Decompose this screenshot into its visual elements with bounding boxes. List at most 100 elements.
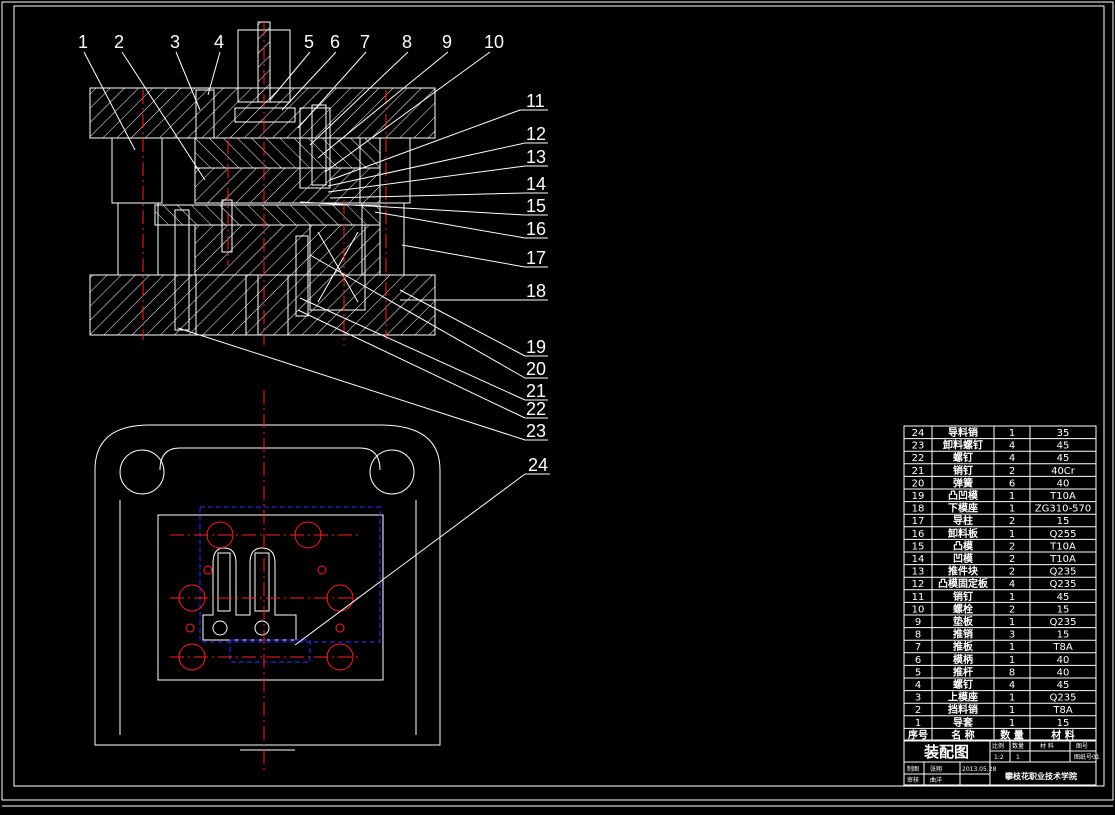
bom-row-name: 凸模 <box>953 539 974 552</box>
balloon-22: 22 <box>526 399 546 419</box>
bom-row-material: 15 <box>1057 604 1070 615</box>
bom-row-name: 螺栓 <box>953 602 973 615</box>
balloon-18: 18 <box>526 281 546 301</box>
bom-row-no: 20 <box>912 478 925 489</box>
bom-row-name: 卸料螺钉 <box>943 439 983 452</box>
bom-row-material: 35 <box>1057 428 1070 439</box>
balloon-4: 4 <box>214 32 224 52</box>
bom-row-qty: 3 <box>1009 630 1015 641</box>
bom-row-qty: 1 <box>1009 642 1015 653</box>
plan-holes <box>170 390 360 770</box>
bom-row-material: Q235 <box>1050 693 1077 704</box>
bom-row-no: 11 <box>912 592 925 603</box>
bom-row-material: 40 <box>1057 655 1070 666</box>
bom-row-qty: 2 <box>1009 604 1015 615</box>
bom-row-name: 螺钉 <box>953 678 973 691</box>
bom-row-qty: 1 <box>1009 504 1015 515</box>
plan-view <box>94 424 441 751</box>
bom-row-no: 8 <box>915 630 921 641</box>
balloon-14: 14 <box>526 174 546 194</box>
bom-row-material: Q235 <box>1050 567 1077 578</box>
leader-lines <box>83 51 550 646</box>
bom-row-no: 6 <box>915 655 921 666</box>
bom-row-no: 3 <box>915 693 921 704</box>
bom-row-name: 推杆 <box>953 665 973 678</box>
balloon-9: 9 <box>442 32 452 52</box>
bom-row-name: 卸料板 <box>948 527 979 540</box>
section-view <box>89 21 436 336</box>
balloon-6: 6 <box>330 32 340 52</box>
section-centerlines <box>142 22 387 345</box>
bom-row-material: 45 <box>1057 453 1070 464</box>
bom-row-name: 导料销 <box>948 426 978 439</box>
bom-row-qty: 1 <box>1009 491 1015 502</box>
balloon-5: 5 <box>304 32 314 52</box>
bom-row-no: 5 <box>915 667 921 678</box>
bom-row-name: 销钉 <box>953 590 973 603</box>
sheet-border <box>1 1 1114 801</box>
checked-label: 审核 <box>907 776 919 784</box>
bom-row-name: 凸凹模 <box>948 489 979 502</box>
bom-row-material: T8A <box>1052 705 1072 716</box>
bom-row-name: 凹模 <box>953 552 974 565</box>
bom-row-qty: 1 <box>1009 617 1015 628</box>
bom-row-name: 凸模固定板 <box>938 577 989 590</box>
material-label: 材 料 <box>1040 742 1054 750</box>
bom-row-name: 螺钉 <box>953 451 973 464</box>
drawing-name: 装配图 <box>923 743 969 761</box>
bom-row-material: T10A <box>1049 491 1076 502</box>
bom-row-material: 40 <box>1057 667 1070 678</box>
bom-row-material: 40 <box>1057 478 1070 489</box>
bom-row-qty: 6 <box>1009 478 1015 489</box>
bom-row-no: 10 <box>912 604 925 615</box>
bom-row-name: 模柄 <box>953 653 973 666</box>
title-block <box>903 739 1097 786</box>
bom-row-no: 19 <box>912 491 925 502</box>
bom-row-no: 12 <box>912 579 925 590</box>
balloon-13: 13 <box>526 147 546 167</box>
bom-row-qty: 2 <box>1009 554 1015 565</box>
bom-row-no: 23 <box>912 441 925 452</box>
bom-row-qty: 1 <box>1009 705 1015 716</box>
drawn-label: 制图 <box>907 765 919 773</box>
bom-row-qty: 1 <box>1009 592 1015 603</box>
bom-header-qty: 数 量 <box>1000 728 1023 741</box>
bom-row-name: 弹簧 <box>953 476 973 489</box>
checked-by: 曲洋 <box>930 776 942 784</box>
balloon-15: 15 <box>526 196 546 216</box>
bom-row-name: 下模座 <box>948 502 978 515</box>
drawn-by: 张翔 <box>930 765 942 773</box>
bom-row-material: 45 <box>1057 592 1070 603</box>
bom-row-name: 上模座 <box>948 691 978 704</box>
bom-row-qty: 2 <box>1009 516 1015 527</box>
bom-row-name: 推件块 <box>948 565 979 578</box>
balloon-labels: 1 2 3 4 5 6 7 8 9 10 11 12 13 14 15 16 1… <box>78 32 548 475</box>
bom-row-no: 17 <box>912 516 925 527</box>
balloon-23: 23 <box>526 421 546 441</box>
bom-row-qty: 4 <box>1009 453 1015 464</box>
bom-row-no: 13 <box>912 567 925 578</box>
bom-header-name: 名 称 <box>951 728 974 741</box>
bom-row-qty: 1 <box>1009 529 1015 540</box>
balloon-16: 16 <box>526 219 546 239</box>
bom-row-qty: 1 <box>1009 655 1015 666</box>
balloon-1: 1 <box>78 32 88 52</box>
bom-row-material: 40Cr <box>1051 466 1076 477</box>
sheet-number: 图纸号01 <box>1074 753 1100 761</box>
scale-label: 比例 <box>992 742 1004 750</box>
bom-row-no: 21 <box>912 466 925 477</box>
drawn-date: 2013.05.28 <box>962 766 997 773</box>
bom-row-material: Q235 <box>1050 617 1077 628</box>
balloon-7: 7 <box>360 32 370 52</box>
bom-row-name: 推销 <box>953 628 973 641</box>
bom-row-qty: 1 <box>1009 693 1015 704</box>
bom-row-no: 9 <box>915 617 921 628</box>
balloon-17: 17 <box>526 248 546 268</box>
bom-row-no: 16 <box>912 529 925 540</box>
qty-value: 1 <box>1016 754 1020 761</box>
bom-row-qty: 1 <box>1009 718 1015 729</box>
bom-row-material: Q255 <box>1050 529 1077 540</box>
bom-row-material: ZG310-570 <box>1035 504 1091 515</box>
bom-row-no: 18 <box>912 504 925 515</box>
